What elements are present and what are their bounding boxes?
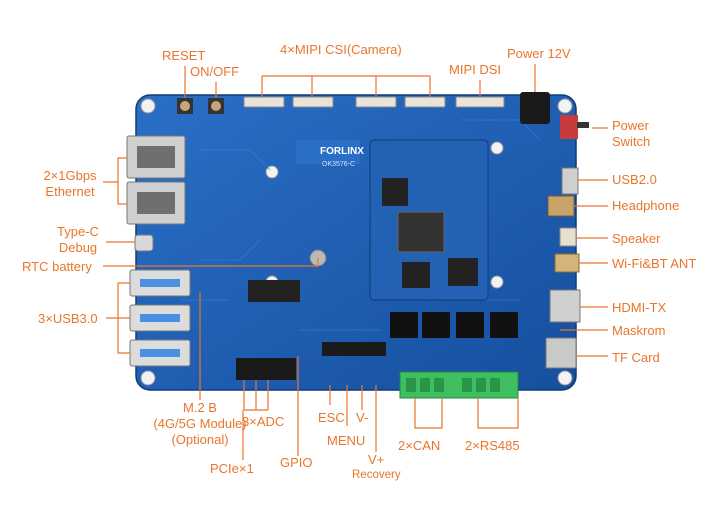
speaker-connector <box>559 227 577 247</box>
mounting-holes <box>140 98 573 386</box>
label-mipi-dsi: MIPI DSI <box>449 62 502 77</box>
headphone-jack <box>547 195 575 217</box>
power-switch <box>560 115 578 139</box>
label-m2-1: M.2 B <box>183 400 217 415</box>
label-wifi: Wi-Fi&BT ANT <box>612 256 697 271</box>
buttons-top <box>177 98 224 114</box>
label-typec-2: Debug <box>58 240 98 255</box>
csi-connectors <box>243 96 505 108</box>
board-brand: FORLINX <box>320 146 364 157</box>
label-ethernet-1: 2×1Gbps <box>43 168 97 183</box>
label-ethernet-2: Ethernet <box>45 184 95 199</box>
tf-slot <box>545 337 577 369</box>
label-power-switch-2: Switch <box>612 134 651 149</box>
label-headphone: Headphone <box>612 198 680 213</box>
label-maskrom: Maskrom <box>612 323 666 338</box>
label-m2-2: (4G/5G Module) <box>153 416 247 431</box>
leader-lines <box>103 64 608 460</box>
label-mipi-csi: 4×MIPI CSI(Camera) <box>280 42 402 57</box>
label-menu: MENU <box>327 433 366 448</box>
label-reset: RESET <box>162 48 206 63</box>
label-esc: ESC <box>318 410 345 425</box>
label-tf: TF Card <box>612 350 660 365</box>
hdmi-port <box>549 289 581 323</box>
label-gpio: GPIO <box>280 455 313 470</box>
label-m2-3: (Optional) <box>171 432 229 447</box>
typec-port <box>134 234 154 252</box>
label-typec-1: Type-C <box>57 224 99 239</box>
wifi-connector <box>554 253 580 273</box>
gpio-header <box>322 342 386 356</box>
label-adc: 3×ADC <box>242 414 285 429</box>
power-jack <box>520 92 550 124</box>
label-speaker: Speaker <box>612 231 661 246</box>
label-vminus: V- <box>356 410 369 425</box>
label-rs485: 2×RS485 <box>465 438 520 453</box>
m2-socket <box>236 358 296 380</box>
usb2-port <box>561 167 579 195</box>
label-onoff: ON/OFF <box>190 64 240 79</box>
label-usb30: 3×USB3.0 <box>38 311 98 326</box>
label-usb20: USB2.0 <box>612 172 657 187</box>
label-recovery: Recovery <box>352 469 401 481</box>
label-can: 2×CAN <box>398 438 441 453</box>
label-pcie: PCIe×1 <box>210 461 254 476</box>
label-hdmi: HDMI-TX <box>612 300 667 315</box>
label-rtc: RTC battery <box>22 259 92 274</box>
label-power-switch-1: Power <box>612 118 649 133</box>
label-vplus: V+ <box>368 452 385 467</box>
terminal-block <box>399 371 519 399</box>
label-power12v: Power 12V <box>507 46 571 61</box>
board-model: OK3576-C <box>322 161 356 168</box>
